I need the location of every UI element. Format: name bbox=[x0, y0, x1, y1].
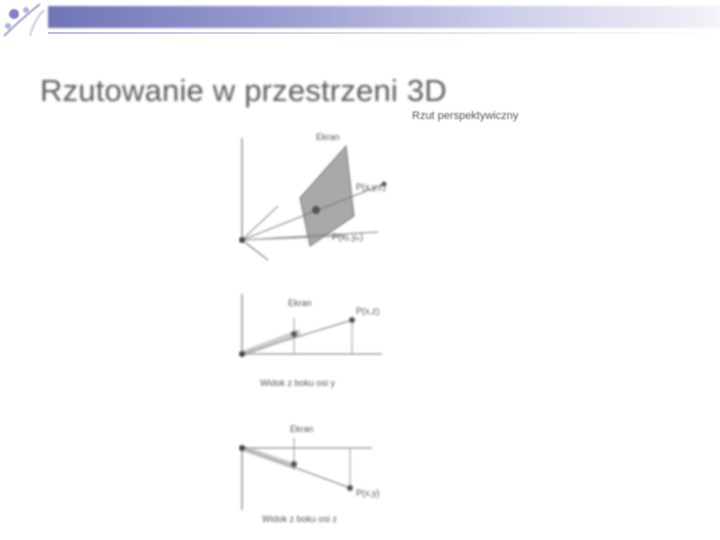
projected-point bbox=[312, 206, 320, 214]
object-point bbox=[381, 181, 387, 187]
corner-ornament-icon bbox=[3, 3, 45, 37]
projected-point bbox=[291, 331, 297, 337]
fig-mid-label-screen: Ekran bbox=[288, 298, 312, 308]
origin-point bbox=[239, 237, 245, 243]
origin-point bbox=[239, 445, 245, 451]
object-point bbox=[347, 485, 353, 491]
fig-bot-caption: Widok z boku osi z bbox=[262, 514, 338, 524]
fig-mid-label-point: P(x,z) bbox=[356, 306, 380, 316]
figure-side-view-y: Ekran P(x,z) Widok z boku osi y bbox=[239, 294, 382, 388]
fig-bot-label-screen: Ekran bbox=[290, 424, 314, 434]
header-band bbox=[0, 0, 720, 40]
slide-subtitle: Rzut perspektywiczny bbox=[412, 110, 519, 122]
projected-point bbox=[291, 461, 297, 467]
fig-mid-caption: Widok z boku osi y bbox=[260, 378, 336, 388]
header-underline bbox=[48, 32, 720, 34]
fig-top-label-point: P(x,y,z) bbox=[356, 182, 386, 192]
origin-point bbox=[239, 351, 245, 357]
figure-perspective-3d: Ekran P(x,y,z) P(xₚ,yₚ) bbox=[239, 132, 387, 261]
object-point bbox=[349, 317, 355, 323]
fig-top-label-screen: Ekran bbox=[316, 132, 340, 142]
figure-side-view-z: Ekran P(x,y) Widok z boku osi z bbox=[239, 424, 380, 524]
fig-bot-label-point: P(x,y) bbox=[356, 488, 380, 498]
fig-top-label-proj: P(xₚ,yₚ) bbox=[332, 232, 363, 242]
slide-title: Rzutowanie w przestrzeni 3D bbox=[40, 73, 447, 108]
header-bar bbox=[48, 6, 720, 28]
